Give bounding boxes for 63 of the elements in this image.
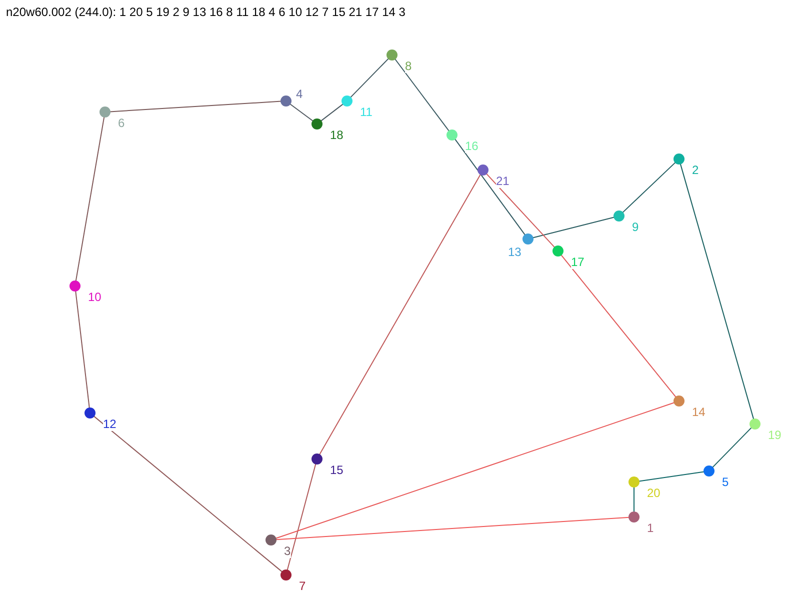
tour-edge — [286, 463, 316, 571]
city-point — [84, 407, 96, 419]
city-number: 7 — [299, 579, 306, 593]
city-number: 21 — [496, 174, 510, 188]
city-point — [311, 453, 323, 465]
city-number: 1 — [647, 521, 654, 535]
city-number: 14 — [692, 405, 706, 419]
tour-edge — [712, 427, 752, 468]
city-number: 9 — [632, 220, 639, 234]
tour-edge — [394, 58, 450, 132]
tour-edge — [532, 216, 615, 238]
city-number: 12 — [103, 417, 116, 431]
city-number: 4 — [296, 87, 303, 101]
city-point — [99, 106, 111, 118]
city-number: 17 — [571, 255, 584, 269]
city-point — [477, 164, 489, 176]
city-point — [552, 245, 564, 257]
city-number: 10 — [88, 290, 102, 304]
tour-edge — [290, 103, 314, 122]
city-number: 3 — [284, 544, 291, 558]
city-number: 6 — [118, 116, 125, 130]
city-point — [749, 418, 761, 430]
city-number: 19 — [768, 428, 782, 442]
city-point — [341, 95, 353, 107]
city-number: 2 — [692, 163, 699, 177]
city-point — [69, 280, 81, 292]
tour-edge — [275, 402, 675, 539]
city-point — [280, 95, 292, 107]
city-number: 11 — [360, 105, 372, 119]
tour-edge — [75, 116, 105, 282]
city-number: 8 — [405, 59, 412, 73]
city-number: 20 — [647, 486, 660, 500]
tour-edge — [93, 416, 283, 572]
tour-edge — [486, 173, 556, 248]
city-point — [446, 129, 458, 141]
city-point — [613, 210, 625, 222]
city-point — [265, 534, 277, 546]
tour-edge — [276, 516, 630, 540]
city-point — [673, 153, 685, 165]
city-number: 15 — [330, 463, 344, 477]
tour-edge — [350, 58, 389, 98]
tour-edge — [320, 104, 344, 122]
tour-edge — [638, 471, 705, 482]
title: n20w60.002 (244.0): 1 20 5 19 2 9 13 16 8 11 18 4 6 10 12 7 15 21 17 14 3 — [6, 5, 406, 19]
city-number: 13 — [508, 245, 522, 259]
city-point — [703, 465, 715, 477]
city-point — [522, 233, 534, 245]
city-point — [673, 395, 685, 407]
city-point — [280, 569, 292, 581]
tour-edge — [454, 138, 526, 236]
city-number: 5 — [722, 475, 729, 489]
city-number: 18 — [330, 128, 344, 142]
tour-edge — [622, 162, 676, 214]
tour-edge — [319, 174, 481, 456]
city-point — [311, 118, 323, 130]
city-point — [628, 476, 640, 488]
tour-edge — [75, 290, 90, 409]
tour-edge — [560, 254, 676, 398]
city-point — [386, 49, 398, 61]
city-number: 16 — [465, 139, 478, 153]
city-point — [628, 511, 640, 523]
tour-edge — [680, 163, 754, 420]
tour-edge — [110, 100, 282, 112]
